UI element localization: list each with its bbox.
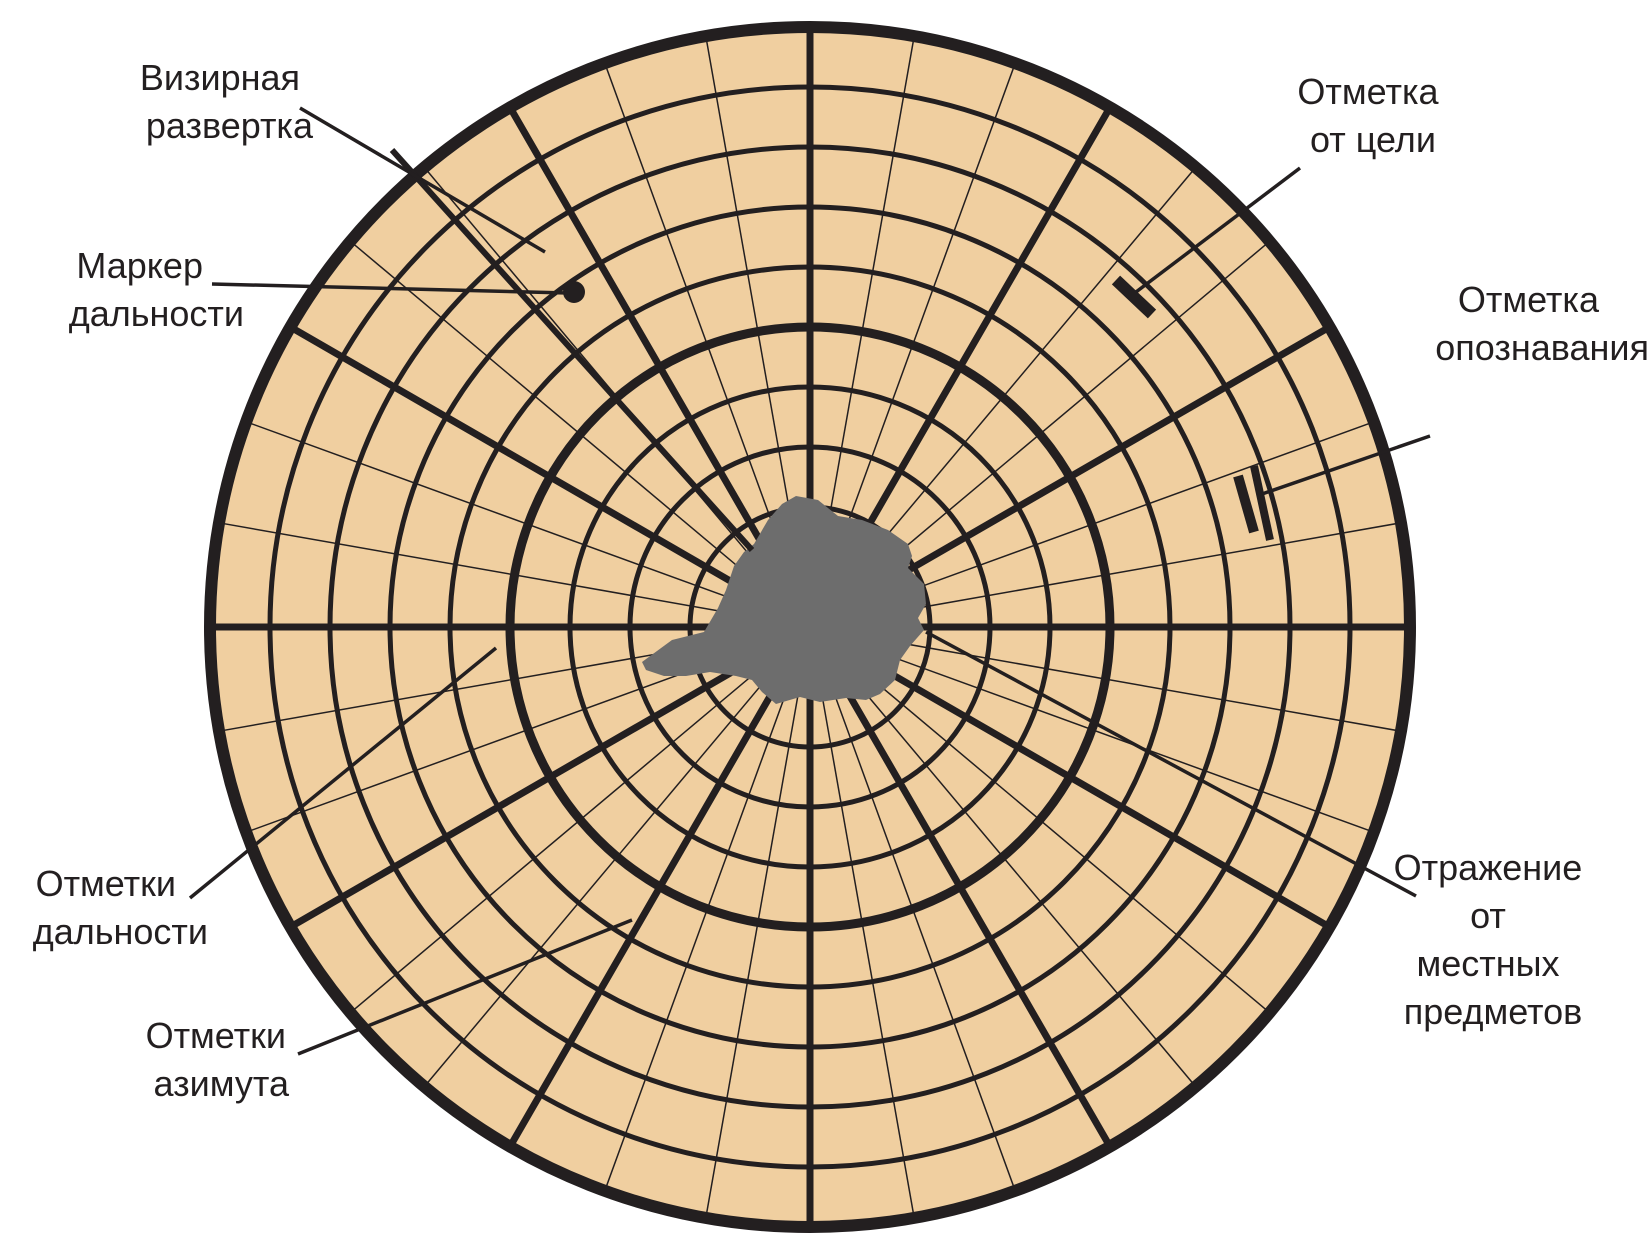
label-clutter: Отражение от местных предметов	[1394, 847, 1593, 1032]
azimuth-minor-line	[819, 685, 915, 1219]
azimuth-minor-line	[868, 636, 1402, 732]
leader-target	[1134, 166, 1302, 294]
azimuth-minor-line	[847, 672, 1197, 1088]
callout-labels: Визирная развертка Маркер дальности Отме…	[33, 57, 1649, 1104]
target-echo-mark	[1111, 275, 1157, 319]
callout-leaders	[188, 106, 1431, 1056]
azimuth-minor-line	[855, 240, 1271, 590]
leader-sweep	[299, 106, 546, 254]
azimuth-major-line	[860, 653, 1332, 931]
label-target-mark: Отметка от цели	[1297, 71, 1448, 160]
azimuth-minor-line	[829, 683, 1016, 1192]
azimuth-major-line	[860, 323, 1332, 601]
screen-rim	[204, 21, 1416, 1233]
azimuth-minor-lines	[218, 35, 1402, 1219]
range-marker-dot	[563, 281, 585, 303]
leader-range-marker	[211, 282, 569, 295]
azimuth-minor-line	[866, 646, 1375, 833]
azimuth-minor-line	[868, 522, 1402, 618]
azimuth-major-line	[288, 653, 760, 931]
azimuth-major-line	[836, 677, 1114, 1149]
azimuth-minor-line	[349, 240, 765, 590]
azimuth-major-line	[288, 323, 760, 601]
leader-azimuth-marks	[297, 918, 633, 1056]
azimuth-minor-line	[819, 35, 915, 569]
label-sweep: Визирная развертка	[140, 57, 314, 146]
ground-clutter-echo	[642, 496, 926, 704]
azimuth-minor-line	[866, 421, 1375, 608]
azimuth-minor-line	[245, 421, 754, 608]
sweep-line	[389, 147, 755, 553]
leader-range-marks	[188, 646, 498, 900]
azimuth-major-lines	[210, 27, 1410, 1227]
label-iff-mark: Отметка опознавания	[1435, 279, 1649, 368]
azimuth-minor-line	[245, 646, 754, 833]
label-range-marks: Отметки дальности	[33, 863, 208, 952]
label-range-marker: Маркер дальности	[69, 245, 244, 334]
leader-clutter	[925, 630, 1417, 898]
iff-echo-mark	[1233, 465, 1274, 541]
azimuth-minor-line	[218, 522, 752, 618]
azimuth-minor-line	[423, 672, 773, 1088]
azimuth-major-line	[506, 677, 784, 1149]
azimuth-minor-line	[855, 664, 1271, 1014]
leader-iff	[1261, 434, 1431, 496]
azimuth-minor-line	[829, 62, 1016, 571]
azimuth-minor-line	[705, 35, 801, 569]
azimuth-minor-line	[604, 683, 791, 1192]
azimuth-major-line	[836, 105, 1114, 577]
azimuth-minor-line	[349, 664, 765, 1014]
azimuth-major-line	[506, 105, 784, 577]
azimuth-minor-line	[604, 62, 791, 571]
azimuth-minor-line	[705, 685, 801, 1219]
azimuth-minor-line	[847, 166, 1197, 582]
azimuth-minor-line	[423, 166, 773, 582]
label-azimuth-marks: Отметки азимута	[146, 1015, 296, 1104]
